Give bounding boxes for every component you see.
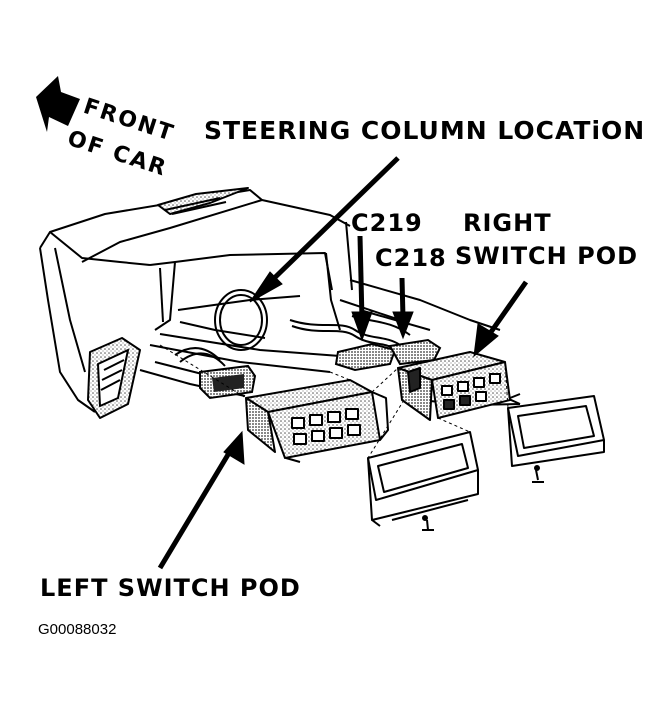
left-switch-pod xyxy=(245,379,389,463)
steering-column-label: STEERING COLUMN LOCATiON xyxy=(204,116,646,145)
right-switch-pod-label-line2: SWITCH POD xyxy=(455,242,639,270)
left-connector xyxy=(199,364,257,400)
figure-id: G00088032 xyxy=(38,621,117,638)
c218-connector-label: C218 xyxy=(375,244,447,272)
right-switch-pod-label-line1: RIGHT xyxy=(463,209,552,237)
left-bezel xyxy=(367,431,479,531)
right-bezel xyxy=(507,393,605,483)
right-switch-pod xyxy=(397,351,511,421)
pointer-arrows xyxy=(157,156,529,570)
c219-connector-label: C219 xyxy=(351,209,423,237)
left-switch-pod-label: LEFT SWITCH POD xyxy=(40,574,301,602)
projection-lines xyxy=(159,344,509,459)
front-arrow-icon xyxy=(36,76,80,132)
connector-c219-c218 xyxy=(334,338,442,372)
